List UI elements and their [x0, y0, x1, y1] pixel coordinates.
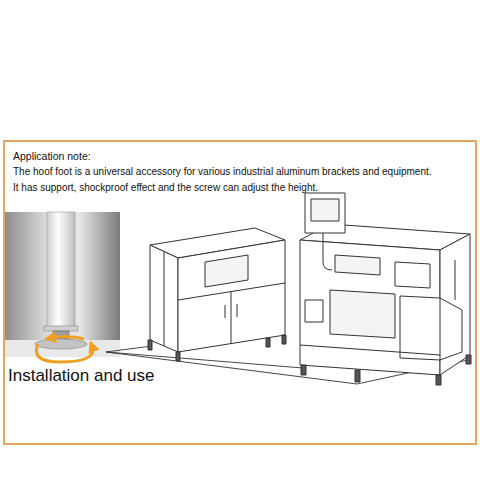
note-heading: Application note:	[13, 148, 467, 164]
note-frame: Application note:The hoof foot is a univ…	[3, 140, 477, 445]
machine-drawing	[300, 193, 471, 385]
caption-label: Installation and use	[8, 366, 155, 386]
note-text: The hoof foot is a universal accessory f…	[13, 164, 467, 180]
cabinet-drawing	[148, 228, 286, 361]
foot-photo	[5, 212, 120, 362]
note-text: It has support, shockproof effect and th…	[13, 180, 467, 196]
